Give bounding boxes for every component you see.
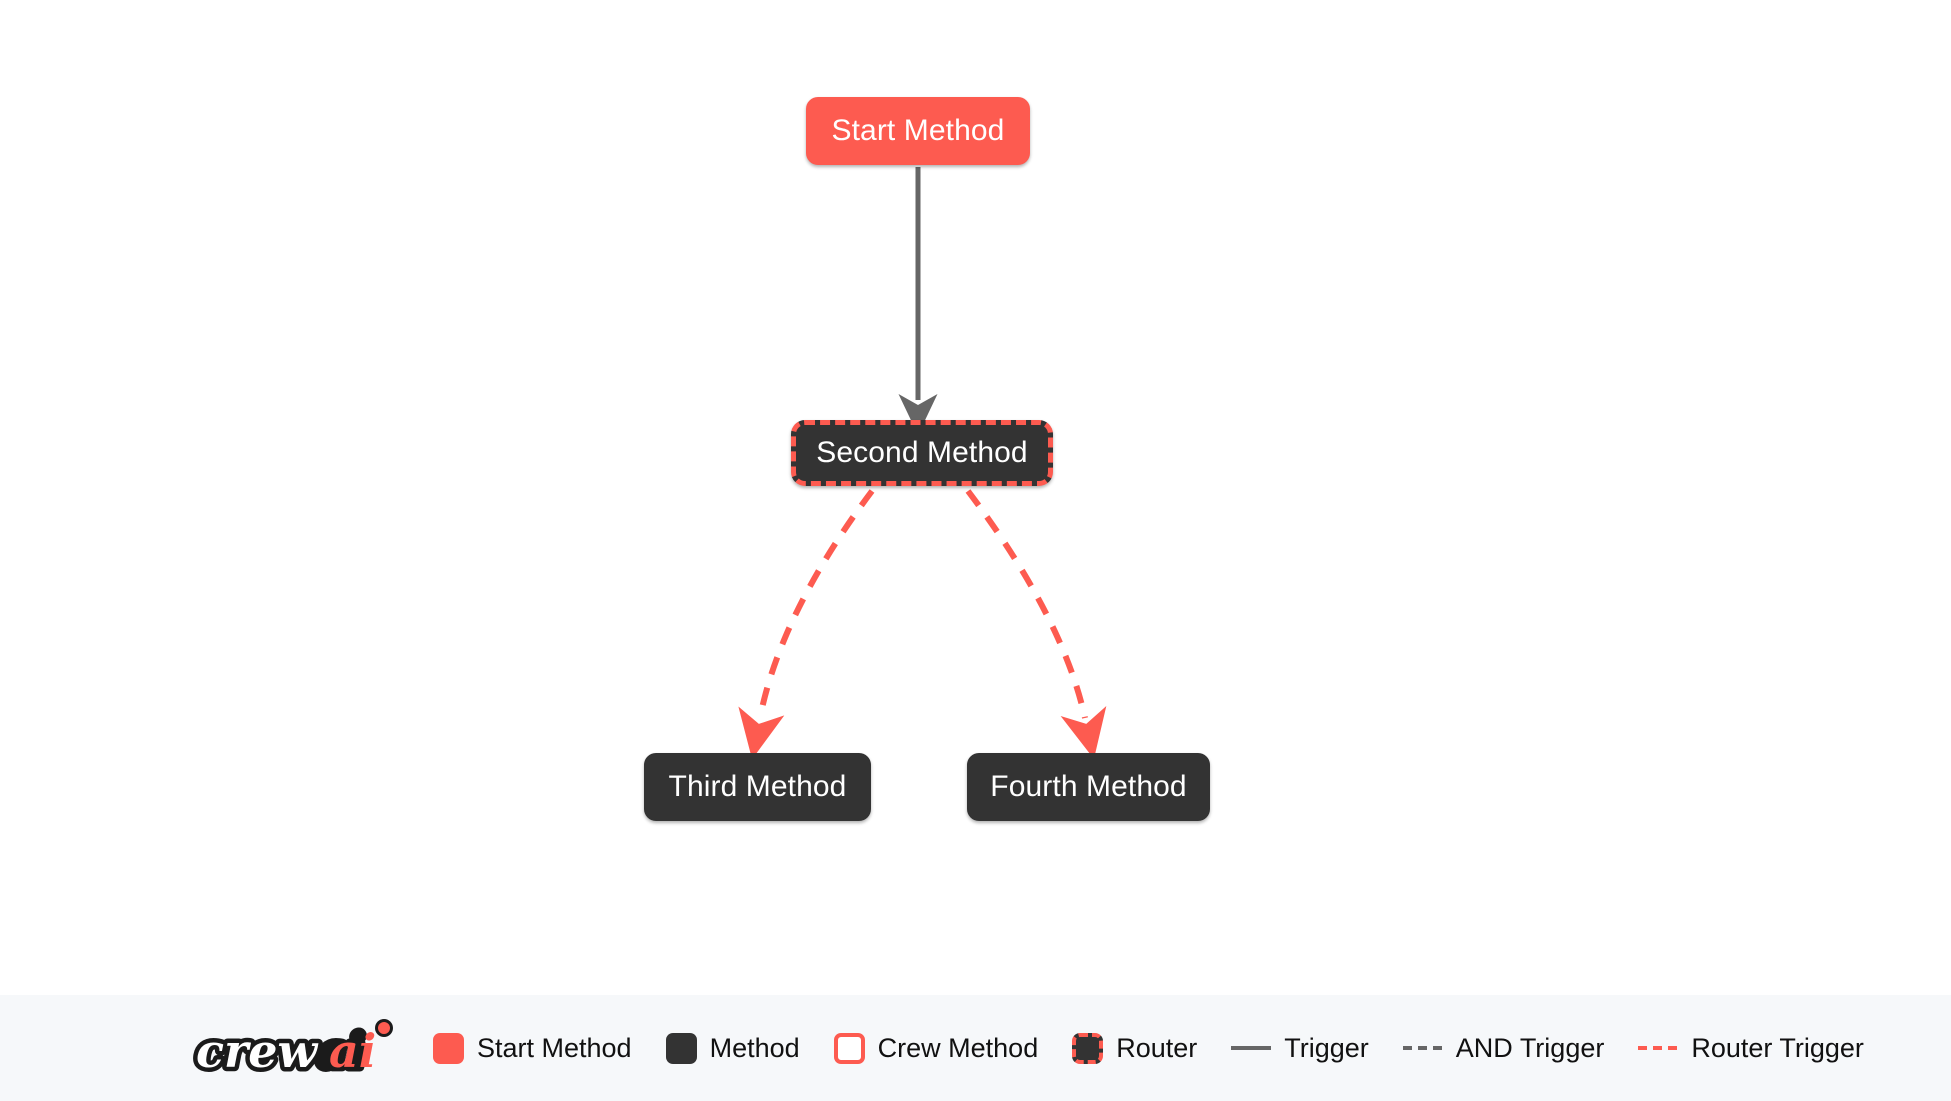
- node-label: Second Method: [816, 436, 1028, 469]
- crewai-logo: crewai crew ai: [192, 1019, 393, 1083]
- legend-label: Crew Method: [877, 1032, 1039, 1063]
- node-label: Third Method: [668, 770, 847, 803]
- crew-method-swatch-icon: [833, 1032, 865, 1064]
- node-fourth-method[interactable]: Fourth Method: [967, 753, 1210, 821]
- logo-ai-text: ai: [329, 1024, 376, 1078]
- start-method-swatch-icon: [433, 1032, 464, 1064]
- router-trigger-line-icon: [1638, 1046, 1679, 1050]
- legend-item-router: Router: [1072, 1032, 1198, 1064]
- method-swatch-icon: [665, 1032, 697, 1064]
- edge-second-to-third: [738, 489, 875, 760]
- legend-label: Trigger: [1284, 1032, 1369, 1063]
- logo-outline: crewai: [196, 1024, 364, 1078]
- node-start-method[interactable]: Start Method: [806, 97, 1030, 165]
- legend-label: Start Method: [477, 1032, 632, 1063]
- legend-item-router-trigger: Router Trigger: [1638, 1033, 1864, 1064]
- node-label: Fourth Method: [990, 770, 1187, 803]
- legend-bar: crewai crew ai Start Method Method Crew …: [0, 995, 1951, 1101]
- legend-label: Router Trigger: [1691, 1032, 1864, 1063]
- logo-crew-text: crew: [196, 1024, 319, 1078]
- legend-item-method: Method: [665, 1032, 800, 1064]
- and-trigger-line-icon: [1402, 1046, 1443, 1050]
- trigger-line-icon: [1231, 1046, 1272, 1050]
- node-second-method[interactable]: Second Method: [791, 420, 1053, 486]
- legend-item-trigger: Trigger: [1231, 1033, 1369, 1064]
- legend-item-start-method: Start Method: [433, 1032, 632, 1064]
- legend-label: Router: [1116, 1032, 1198, 1063]
- node-label: Start Method: [831, 114, 1005, 147]
- logo-dot: [378, 1022, 390, 1034]
- router-swatch-icon: [1072, 1032, 1104, 1064]
- legend-item-crew-method: Crew Method: [833, 1032, 1039, 1064]
- legend-label: AND Trigger: [1455, 1032, 1605, 1063]
- legend-item-and-trigger: AND Trigger: [1402, 1032, 1605, 1064]
- node-third-method[interactable]: Third Method: [644, 753, 871, 821]
- legend-label: Method: [709, 1032, 800, 1063]
- flow-canvas: Start Method Second Method Third Method …: [644, 97, 1210, 821]
- edge-second-to-fourth: [965, 489, 1107, 760]
